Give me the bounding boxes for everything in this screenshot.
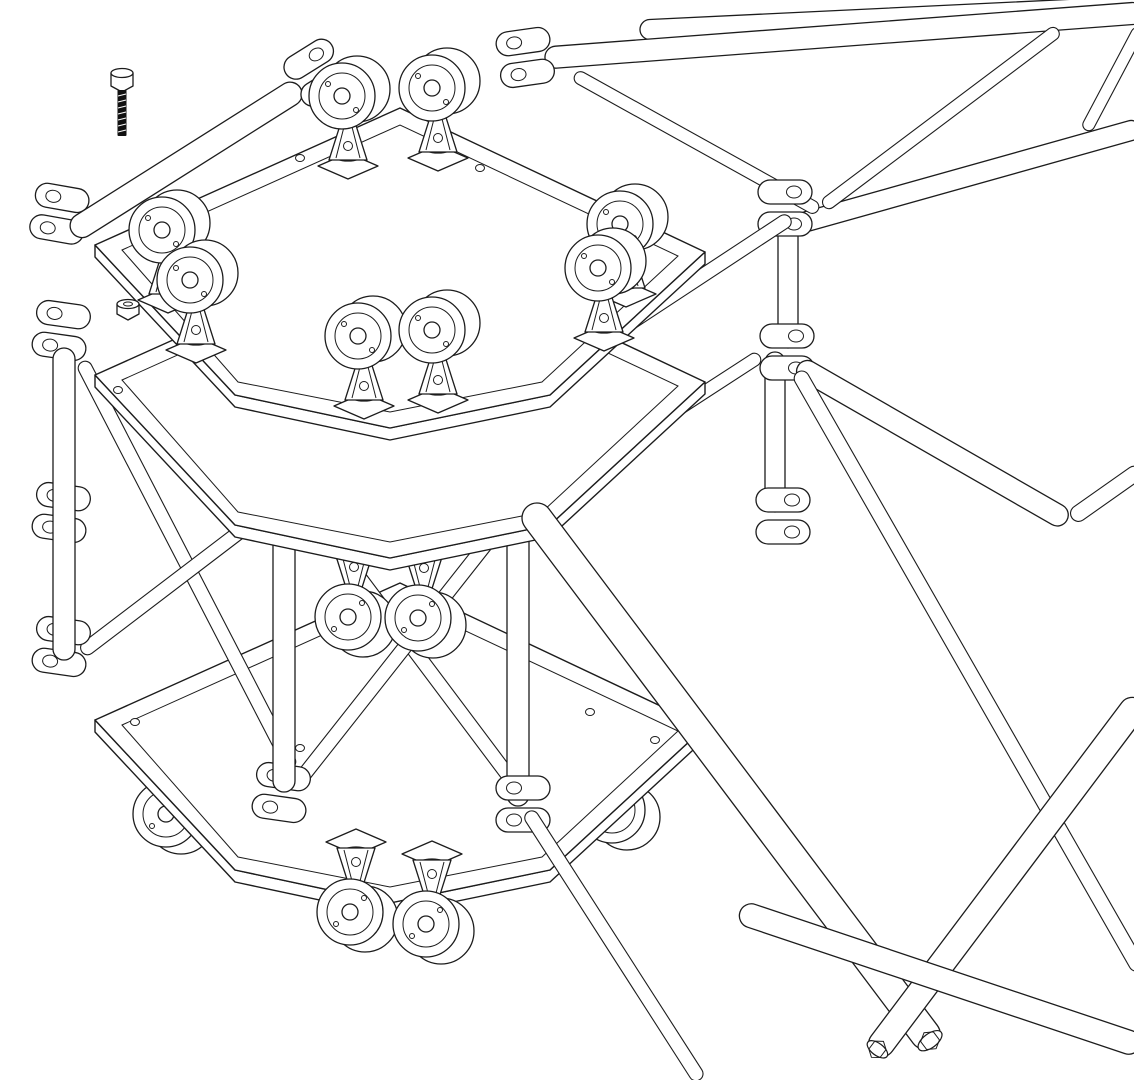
vertical-post [52, 347, 76, 661]
diagonal-brace-tube [821, 26, 1060, 210]
top-dolly [94, 47, 706, 441]
top-truss-section [493, 0, 1134, 232]
hex-bolt [110, 67, 134, 136]
plate-hole [585, 708, 595, 716]
plate-hole [295, 154, 305, 162]
diagonal-brace-tube [738, 903, 1134, 1055]
plate-hole [475, 164, 485, 172]
open-ended-tube [521, 502, 943, 1052]
corner-dolly-bottom-plate [94, 582, 706, 904]
hex-nut [116, 298, 140, 321]
plate-hole [650, 736, 660, 744]
front-diagonal-tubes [521, 502, 1134, 1080]
posts-and-lugs [29, 298, 551, 833]
truss-chord-tube [69, 81, 303, 239]
plate-hole [113, 386, 123, 394]
diagonal-brace-tube [1069, 465, 1134, 522]
truss-chord-tube [544, 1, 1134, 69]
plate-hole [130, 718, 140, 726]
top-left-tube-assembly [27, 34, 356, 247]
truss-chord-tube [795, 359, 1069, 527]
plate-hole [295, 744, 305, 752]
clevis-lug [755, 487, 811, 545]
top-plate-inner-outline [121, 124, 679, 413]
corner-dolly-top-plate [94, 107, 706, 429]
diagonal-brace-tube [1082, 27, 1134, 132]
truss-chord-tube [796, 119, 1134, 232]
diagonal-brace-tube [573, 71, 820, 214]
diagonal-brace-tube [524, 810, 704, 1080]
